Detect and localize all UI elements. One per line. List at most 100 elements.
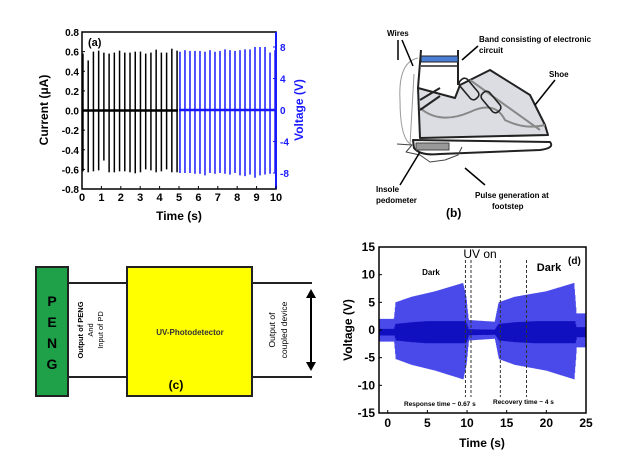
pulse-label-2: footstep — [492, 202, 524, 211]
panel-d-marks — [378, 260, 587, 397]
x-tick-label: 7 — [215, 192, 221, 204]
panel-a-marks — [82, 47, 276, 178]
y-tick-label: 0 — [368, 323, 375, 337]
insole-label: Insole — [376, 185, 400, 194]
x-tick-label: 2 — [118, 192, 124, 204]
double-arrow-icon — [306, 289, 316, 371]
link-label-3: Input of PD — [96, 311, 105, 349]
x-tick-label: 3 — [137, 192, 143, 204]
x-tick-label: 10 — [270, 192, 282, 204]
x-tick-label: 0 — [79, 192, 85, 204]
uv-photodetector-box — [126, 266, 253, 397]
wire — [399, 57, 419, 146]
panel-a-y2label: Voltage (V) — [292, 79, 306, 141]
panel-a-xlabel: Time (s) — [156, 209, 202, 223]
dark-left-label: Dark — [422, 268, 440, 277]
recovery-time-label: Recovery time ~ 4 s — [493, 399, 554, 406]
y-tick-label: -0.6 — [62, 165, 80, 176]
peng-letters: P E N G — [47, 293, 58, 372]
x-tick-label: 20 — [540, 416, 554, 430]
callout-arrows — [397, 39, 556, 186]
y2-tick-label: -8 — [280, 169, 289, 180]
x-tick-label: 5 — [176, 192, 182, 204]
link-label-2: And — [86, 323, 95, 336]
y-tick-label: -15 — [358, 406, 376, 420]
peng-letter: P — [47, 293, 56, 309]
panel-d: 0 5 10 15 20 25 15 10 5 0 -5 -10 -15 UV on Dark Dark… — [341, 240, 593, 450]
y-tick-label: -0.2 — [62, 126, 80, 137]
x-tick-label: 6 — [195, 192, 201, 204]
y-tick-label: -0.4 — [62, 146, 80, 157]
panel-d-ticks: 0 5 10 15 20 25 15 10 5 0 -5 -10 -15 — [358, 240, 593, 430]
x-tick-label: 5 — [424, 416, 431, 430]
shoe-drawing — [396, 39, 556, 186]
peng-letter: N — [47, 335, 57, 351]
y2-tick-label: 4 — [280, 75, 286, 86]
x-tick-label: 1 — [98, 192, 104, 204]
output-label-1: Output of — [267, 312, 277, 348]
y-tick-label: -5 — [364, 351, 375, 365]
output-label-2: coupled device — [279, 301, 289, 358]
x-tick-label: 9 — [254, 192, 260, 204]
panel-a-label: (a) — [88, 37, 102, 49]
y2-tick-label: 0 — [280, 106, 286, 117]
x-tick-label: 25 — [579, 416, 593, 430]
band-label: Band consisting of electronic — [479, 35, 592, 44]
panel-d-ylabel: Voltage (V) — [341, 299, 355, 361]
peng-box — [35, 266, 69, 397]
band-label-2: circuit — [479, 46, 503, 55]
y-tick-label: 0.4 — [65, 67, 79, 78]
shoe-label: Shoe — [549, 70, 569, 79]
x-tick-label: 4 — [157, 192, 164, 204]
insole-label-2: pedometer — [376, 196, 417, 205]
peng-letter: G — [47, 356, 58, 372]
y-tick-label: 0.8 — [65, 28, 79, 39]
y-tick-label: 15 — [362, 240, 376, 254]
y2-tick-label: -4 — [280, 138, 289, 149]
signal-core — [378, 321, 587, 344]
peng-letter: E — [47, 314, 56, 330]
pulse-label: Pulse generation at — [475, 191, 549, 200]
x-tick-label: 10 — [460, 416, 474, 430]
y-tick-label: 0.6 — [65, 48, 79, 59]
wires-label: Wires — [387, 29, 409, 38]
panel-b-label: (b) — [446, 206, 461, 220]
panel-c-label: (c) — [169, 378, 184, 392]
x-tick-label: 15 — [500, 416, 514, 430]
heel-stripe — [419, 87, 441, 101]
band-post — [417, 49, 422, 89]
shoe-body — [417, 69, 549, 139]
y-tick-label: -10 — [358, 378, 376, 392]
pulse-shape — [396, 143, 463, 163]
y-tick-label: 0.2 — [65, 87, 79, 98]
panel-b: Wires Band consisting of electronic circ… — [376, 29, 592, 220]
uv-on-label: UV on — [463, 247, 496, 261]
panel-d-label: (d) — [568, 256, 581, 267]
shoe-stitch — [419, 106, 546, 128]
link-label-1: Output of PENG — [76, 301, 85, 358]
shoe-lace-line — [469, 79, 541, 131]
panel-a-ylabel: Current (μA) — [37, 75, 51, 146]
detector-label: UV-Photodetector — [156, 328, 224, 337]
insole-pedometer — [415, 142, 450, 151]
shoe-strap-2 — [480, 90, 502, 114]
y-tick-label: -0.8 — [62, 185, 80, 196]
heel-stripe — [419, 95, 441, 111]
panel-d-xlabel: Time (s) — [459, 436, 505, 450]
y-tick-label: 0.0 — [65, 107, 79, 118]
dark-right-label: Dark — [537, 262, 562, 274]
panel-c: P E N G Output of PENG And Input of PD U… — [35, 266, 316, 397]
wire — [409, 73, 415, 146]
shoe-strap-1 — [458, 77, 480, 101]
y-tick-label: 5 — [368, 295, 375, 309]
x-tick-label: 8 — [234, 192, 240, 204]
response-time-label: Response time ~ 0.67 s — [404, 401, 476, 408]
y2-tick-label: 8 — [280, 43, 286, 54]
electronic-band — [420, 55, 459, 63]
y-tick-label: 10 — [362, 268, 376, 282]
x-tick-label: 0 — [384, 416, 391, 430]
